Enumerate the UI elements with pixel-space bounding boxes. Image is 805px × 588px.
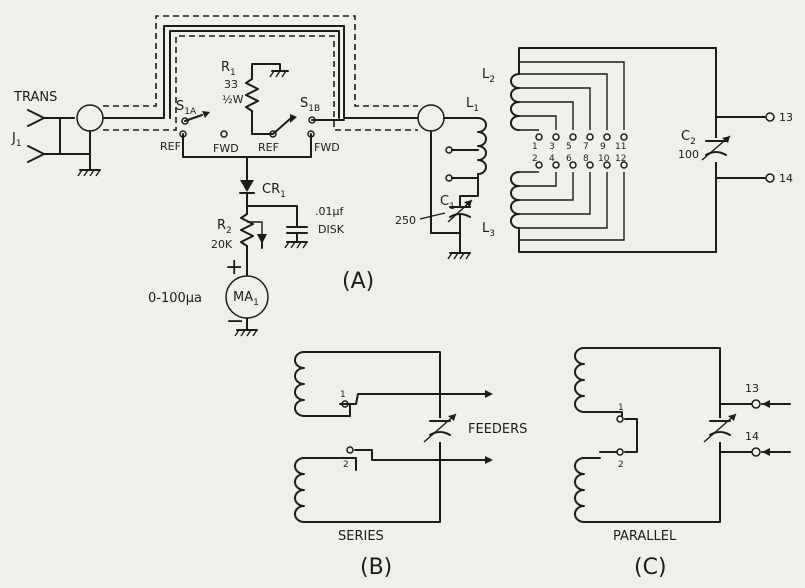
- coil-l3: [510, 171, 717, 253]
- coax-connector-right: [417, 104, 445, 132]
- tap-7: 7: [583, 142, 589, 152]
- r2-label: R2: [217, 218, 232, 236]
- series-caption: SERIES: [338, 529, 384, 544]
- c2-value-label: 100: [678, 148, 699, 161]
- tap-switch-contacts: [535, 133, 628, 169]
- tap-1: 1: [532, 142, 538, 152]
- fwd-label-b: FWD: [314, 141, 340, 154]
- capacitor-c1: [419, 181, 479, 260]
- series-tap-1: 1: [340, 390, 346, 400]
- series-coil-lower: [294, 446, 493, 523]
- coax-connector-left: [76, 104, 104, 132]
- tap-2: 2: [532, 154, 538, 164]
- cap-type-label: DISK: [318, 223, 345, 236]
- shielded-line-loop: [102, 15, 419, 131]
- tap-11: 11: [615, 142, 626, 152]
- parallel-tap-1: 1: [618, 403, 624, 413]
- parallel-terminal-13: 13: [745, 382, 759, 395]
- s1b-label: S1B: [300, 96, 320, 114]
- parallel-capacitor: [703, 399, 791, 457]
- switch-s1b: [251, 114, 345, 138]
- r1-watt-label: ½W: [222, 93, 244, 106]
- tap-3: 3: [549, 142, 555, 152]
- trans-label: TRANS: [13, 90, 57, 105]
- l3-label: L3: [482, 221, 495, 239]
- tap-5: 5: [566, 142, 572, 152]
- terminal-13: 13: [779, 111, 793, 124]
- tap-10: 10: [598, 154, 610, 164]
- terminal-14: 14: [779, 172, 793, 185]
- parallel-coil-lower: [574, 448, 624, 523]
- tap-4: 4: [549, 154, 555, 164]
- series-capacitor: [423, 413, 457, 443]
- r2-value-label: 20K: [211, 238, 233, 251]
- panel-a: TRANS J1 S1A REF FWD: [11, 15, 793, 337]
- feeders-label: FEEDERS: [468, 422, 527, 437]
- tap-8: 8: [583, 154, 589, 164]
- parallel-caption: PARALLEL: [613, 529, 677, 544]
- r1-label: R1: [221, 60, 236, 78]
- meter-range-label: 0-100µa: [148, 291, 202, 306]
- cr1-label: CR1: [262, 182, 286, 200]
- resistor-r1: [245, 63, 289, 135]
- c2-label: C2: [681, 129, 696, 147]
- panel-c-label: (C): [634, 555, 667, 580]
- r1-value-label: 33: [224, 78, 238, 91]
- coil-l2: [510, 47, 717, 131]
- l2-label: L2: [482, 67, 495, 85]
- panel-b: 1 2 FEEDERS SERIES (B): [294, 351, 527, 580]
- tap-6: 6: [566, 154, 572, 164]
- tap-12: 12: [615, 154, 626, 164]
- series-tap-2: 2: [343, 460, 349, 470]
- ref-label-b: REF: [258, 141, 279, 154]
- capacitor-c2: [701, 47, 775, 253]
- c1-value-label: 250: [395, 214, 416, 227]
- detector-branch: [182, 133, 312, 337]
- parallel-coil-upper: [574, 347, 638, 453]
- c1-label: C1: [440, 194, 455, 212]
- parallel-terminal-14: 14: [745, 430, 759, 443]
- s1a-label: S1A: [176, 99, 197, 117]
- panel-c: 1 2 13 14 PARALLEL (C): [574, 347, 791, 580]
- panel-a-label: (A): [342, 269, 374, 294]
- ground-symbol-left: [77, 169, 101, 177]
- coil-l1: [445, 117, 487, 183]
- parallel-tap-2: 2: [618, 460, 624, 470]
- plus-sign: +: [225, 255, 243, 280]
- cap-value-label: .01µf: [315, 205, 344, 218]
- l1-label: L1: [466, 96, 479, 114]
- j1-label: J1: [11, 131, 22, 149]
- ref-label-a: REF: [160, 140, 181, 153]
- panel-b-label: (B): [360, 555, 392, 580]
- ma1-label: MA1: [233, 290, 259, 308]
- tap-9: 9: [600, 142, 606, 152]
- meter-ma1: [225, 275, 269, 319]
- series-coil-upper: [294, 351, 493, 417]
- fwd-label-a: FWD: [213, 142, 239, 155]
